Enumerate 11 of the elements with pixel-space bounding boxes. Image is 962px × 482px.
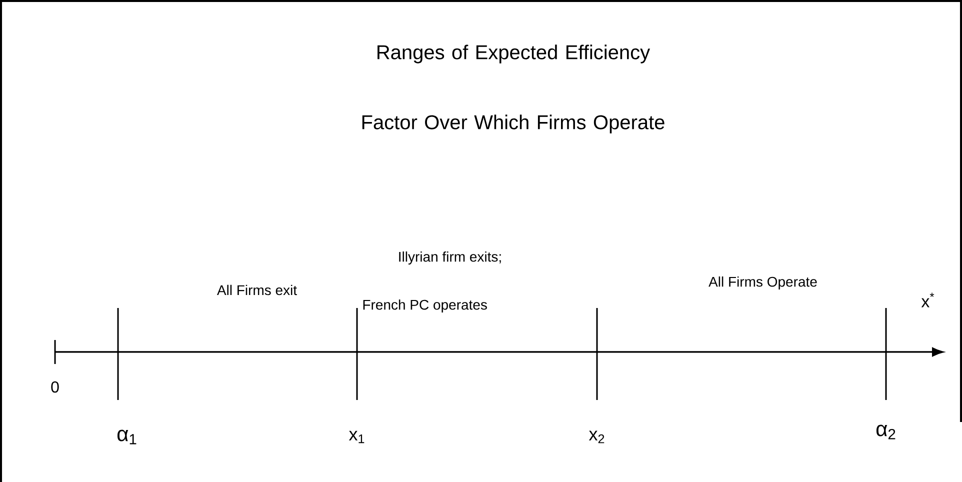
region-label: All Firms exit <box>216 284 297 296</box>
region-label: French PC operates <box>363 299 487 312</box>
title: Ranges of Expected Efficiency Factor Over Which Firms Operate <box>362 44 664 134</box>
tick-label: α$_{2}$ <box>876 424 896 440</box>
axis-end-label: x$^{*}$ <box>921 292 934 308</box>
tick-label: 0 <box>51 381 59 393</box>
tick-label: x$_{2}$ <box>588 430 604 444</box>
tick-label: x$_{1}$ <box>348 430 364 444</box>
tick-label: α$_{1}$ <box>117 430 136 444</box>
region-label: All Firms Operate <box>708 276 817 290</box>
region-label: Illyrian firm exits; <box>399 251 501 264</box>
